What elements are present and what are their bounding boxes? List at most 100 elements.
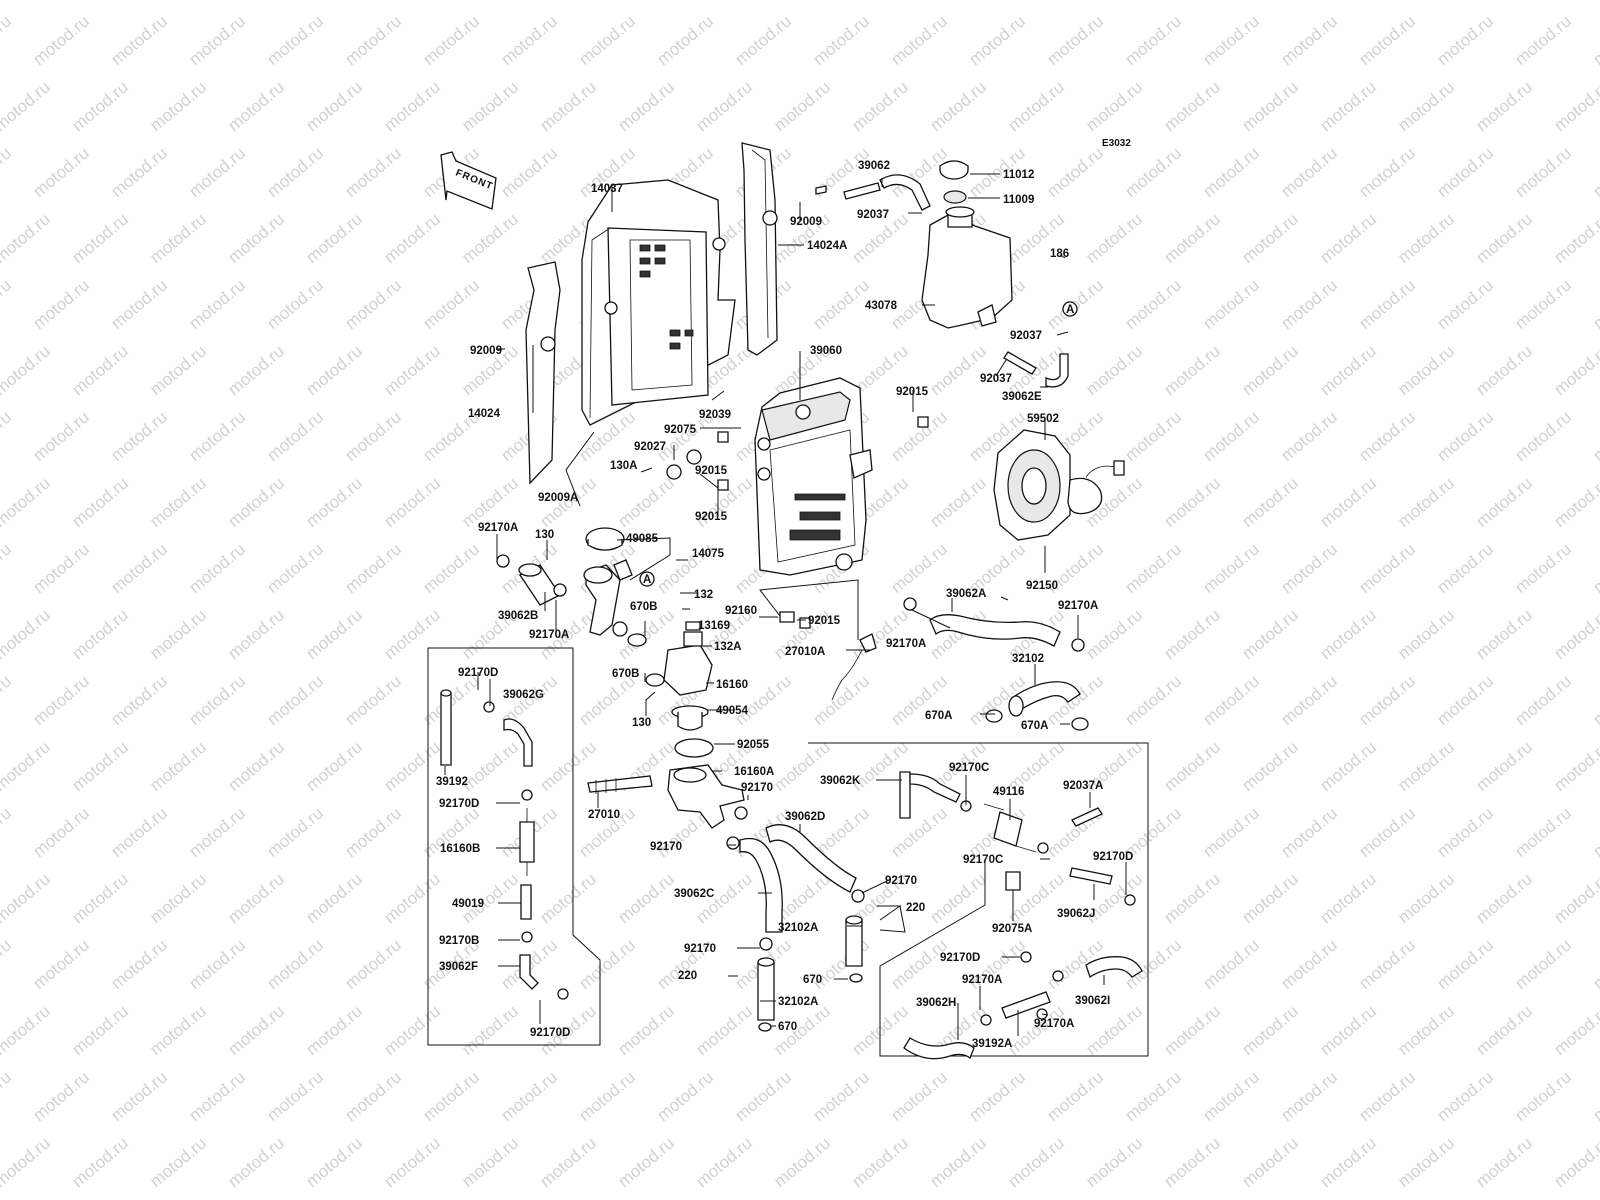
hose-39062 bbox=[843, 174, 931, 211]
callout-39192: 39192 bbox=[436, 776, 468, 788]
callout-39192A: 39192A bbox=[972, 1038, 1012, 1050]
shroud-side-14024 bbox=[525, 261, 561, 485]
thermostat-housing-16160A bbox=[667, 764, 745, 829]
shroud-side-14024A bbox=[712, 142, 778, 356]
callout-670B: 670B bbox=[612, 668, 640, 680]
callout-59502: 59502 bbox=[1027, 413, 1059, 425]
callout-92170: 92170 bbox=[650, 841, 682, 853]
hose-39062E bbox=[1003, 351, 1069, 388]
pipe-39192A bbox=[1001, 991, 1051, 1019]
inset-box-left bbox=[427, 647, 601, 1046]
hose-39062I bbox=[1085, 956, 1143, 979]
cooling-fan-59502 bbox=[993, 429, 1125, 541]
filler-neck-14075 bbox=[583, 527, 633, 637]
callout-39062D: 39062D bbox=[785, 811, 825, 823]
callout-14075: 14075 bbox=[692, 548, 725, 560]
callout-49085: 49085 bbox=[626, 533, 659, 545]
callout-13169: 13169 bbox=[698, 620, 730, 632]
callout-92075: 92075 bbox=[664, 424, 697, 436]
callout-670A: 670A bbox=[925, 710, 953, 722]
hose-39062C bbox=[739, 837, 783, 933]
radiator-shroud-14037 bbox=[581, 179, 736, 426]
callout-39062E: 39062E bbox=[1002, 391, 1042, 403]
small-fasteners bbox=[483, 185, 1136, 1032]
callout-39062K: 39062K bbox=[820, 775, 861, 787]
callout-132: 132 bbox=[694, 589, 713, 601]
callout-92170: 92170 bbox=[741, 782, 773, 794]
callout-27010A: 27010A bbox=[785, 646, 825, 658]
temp-switch-27010A bbox=[831, 633, 877, 701]
callout-11012: 11012 bbox=[1003, 169, 1034, 181]
callout-92015: 92015 bbox=[695, 465, 728, 477]
callout-39060: 39060 bbox=[810, 345, 842, 357]
callout-39062F: 39062F bbox=[439, 961, 478, 973]
callout-92170A: 92170A bbox=[886, 638, 926, 650]
callout-92039: 92039 bbox=[699, 409, 731, 421]
callout-92075A: 92075A bbox=[992, 923, 1032, 935]
hose-39062H bbox=[903, 1037, 975, 1060]
callout-670: 670 bbox=[803, 974, 822, 986]
thermostat-49054 bbox=[671, 705, 709, 731]
callout-220: 220 bbox=[906, 902, 925, 914]
pipe-32102A-upper bbox=[845, 915, 863, 967]
callout-92170A: 92170A bbox=[478, 522, 518, 534]
callout-39062G: 39062G bbox=[503, 689, 544, 701]
callout-49054: 49054 bbox=[716, 705, 749, 717]
callout-130: 130 bbox=[632, 717, 651, 729]
callout-32102: 32102 bbox=[1012, 653, 1044, 665]
callout-14024A: 14024A bbox=[807, 240, 847, 252]
callout-92170D: 92170D bbox=[1093, 851, 1133, 863]
hose-39062G bbox=[503, 718, 533, 767]
callout-92037: 92037 bbox=[1010, 330, 1042, 342]
callout-39062A: 39062A bbox=[946, 588, 986, 600]
callout-49019: 49019 bbox=[452, 898, 484, 910]
callout-16160A: 16160A bbox=[734, 766, 774, 778]
callout-92009A: 92009A bbox=[538, 492, 578, 504]
hose-39062B bbox=[518, 563, 561, 606]
callout-32102A: 32102A bbox=[778, 996, 818, 1008]
callout-27010: 27010 bbox=[588, 809, 620, 821]
callout-39062C: 39062C bbox=[674, 888, 714, 900]
diagram-code: E3032 bbox=[1102, 138, 1131, 149]
callout-92160: 92160 bbox=[725, 605, 757, 617]
pipe-32102A-lower bbox=[757, 957, 775, 1021]
callout-92170C: 92170C bbox=[963, 854, 1003, 866]
cap-gasket-11009 bbox=[943, 190, 967, 204]
valve-49019 bbox=[520, 884, 532, 920]
callout-92170B: 92170B bbox=[439, 935, 479, 947]
callout-670B: 670B bbox=[630, 601, 658, 613]
grommet-92075A bbox=[1005, 871, 1021, 891]
leader-lines bbox=[444, 173, 1127, 1040]
valve-16160B bbox=[519, 808, 535, 876]
reservoir-tank-43078 bbox=[921, 206, 1013, 329]
callout-43078: 43078 bbox=[865, 300, 898, 312]
callout-92037A: 92037A bbox=[1063, 780, 1103, 792]
callout-92170D: 92170D bbox=[940, 952, 980, 964]
thermostat-cover-16160 bbox=[663, 631, 713, 696]
callout-92015: 92015 bbox=[896, 386, 929, 398]
callout-220: 220 bbox=[678, 970, 697, 982]
callout-92170C: 92170C bbox=[949, 762, 989, 774]
callout-a: A bbox=[643, 574, 651, 586]
callout-labels: 11012 11009 39062 92037 92009 14037 1402… bbox=[436, 160, 1133, 1050]
callout-14024: 14024 bbox=[468, 408, 501, 420]
callout-a: A bbox=[1066, 304, 1074, 316]
hose-39062J bbox=[1069, 867, 1113, 885]
hose-39062D bbox=[765, 824, 857, 893]
callout-130: 130 bbox=[535, 529, 554, 541]
callout-92170D: 92170D bbox=[439, 798, 479, 810]
pipe-32102 bbox=[1008, 681, 1081, 717]
callout-39062J: 39062J bbox=[1057, 908, 1095, 920]
callout-11009: 11009 bbox=[1003, 194, 1034, 206]
callout-39062H: 39062H bbox=[916, 997, 956, 1009]
radiator-39060 bbox=[754, 377, 873, 576]
reservoir-cap-11012 bbox=[939, 160, 969, 180]
temp-sensor-27010 bbox=[587, 775, 653, 794]
callout-92055: 92055 bbox=[737, 739, 770, 751]
callout-92009: 92009 bbox=[470, 345, 502, 357]
fitting-39062F bbox=[519, 954, 539, 990]
callout-92037: 92037 bbox=[857, 209, 889, 221]
callout-92170D: 92170D bbox=[458, 667, 498, 679]
callout-39062: 39062 bbox=[858, 160, 890, 172]
